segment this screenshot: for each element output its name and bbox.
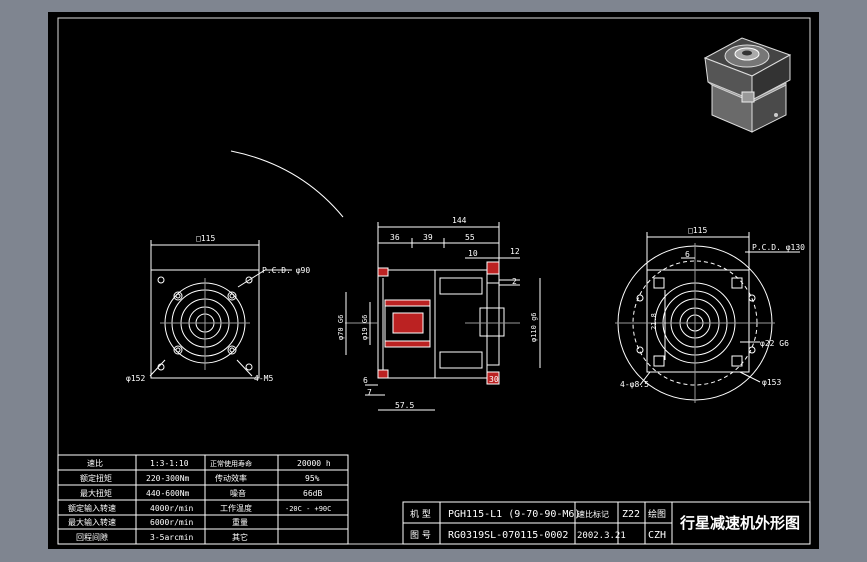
side-dim-6: 6 [363,376,368,385]
side-dim-2: 2 [512,277,517,286]
drawing-sheet [48,12,819,549]
spec-label: 其它 [232,532,248,542]
side-dim-7: 7 [367,388,372,397]
spec-value: 6000r/min [150,518,194,527]
side-dim-57: 57.5 [395,401,414,410]
front-dia-label: φ152 [126,374,145,383]
rear-flange-square [646,269,750,373]
spec-label: 噪音 [230,488,246,498]
spec-value: 1:3-1:10 [150,459,189,468]
ratio-value: Z22 [622,509,640,520]
spec-table: 速比 1:3-1:10 正常使用寿命 20000 h 额定扭矩 220-300N… [68,458,331,542]
spec-value: 3-5arcmin [150,533,194,542]
drawer-value: CZH [648,530,666,541]
ratio-label: 速比标记 [577,509,609,519]
rear-view [615,232,800,403]
rear-square-dim: □115 [688,226,707,235]
spec-table-grid [57,454,349,545]
spec-label: 传动效率 [215,473,247,483]
spec-value: -20C - +90C [285,505,331,513]
front-holes-label: 4-M5 [254,374,273,383]
side-dim-39: 39 [423,233,433,242]
front-view [149,240,292,379]
side-flange-dim: φ110 g6 [530,312,538,342]
side-total-dim: 144 [452,216,467,225]
side-bore-dim: φ70 G6 [337,315,345,340]
rear-dim-21: 21.8 [650,313,658,330]
spec-value: 66dB [303,489,322,498]
spec-value: 220-300Nm [146,474,190,483]
side-dim-12: 12 [510,247,520,256]
drawing-no-label: 图 号 [410,530,431,541]
spec-label: 额定输入转速 [68,503,116,513]
spec-label: 额定扭矩 [80,473,112,483]
spec-value: 4000r/min [150,504,194,513]
rear-pcd-label: P.C.D. φ130 [752,243,805,252]
spec-value: 20000 h [297,459,331,468]
rear-shaft-dim: φ22 G6 [760,339,789,348]
drawer-label: 绘图 [648,508,666,520]
side-shaft-dim: φ19 G6 [361,315,369,340]
spec-label: 最大输入转速 [68,517,116,527]
front-square-dim: □115 [196,234,215,243]
spec-label: 工作温度 [220,503,252,513]
spec-label: 最大扭矩 [80,488,112,498]
side-flange [486,282,500,366]
spec-label: 正常使用寿命 [210,459,252,468]
isometric-preview [703,37,792,133]
front-flange-square [150,269,260,379]
rear-dim-6: 6 [685,250,690,259]
title-block: 机 型 PGH115-L1 (9-70-90-M6) 速比标记 Z22 绘图 图… [410,508,800,541]
title-block-grid [402,501,811,545]
model-label: 机 型 [410,508,431,520]
rear-dia-dim: φ153 [762,378,781,387]
date-value: 2002.3.21 [577,531,626,541]
drawing-no-value: RG0319SL-070115-0002 [448,530,568,541]
spec-label: 速比 [87,458,103,468]
front-pcd-label: P.C.D. φ90 [262,266,310,275]
side-dim-36: 36 [390,233,400,242]
spec-value: 95% [305,474,320,483]
model-value: PGH115-L1 (9-70-90-M6) [448,509,580,520]
side-dim-55: 55 [465,233,475,242]
spec-value: 440-600Nm [146,489,190,498]
drawing-title: 行星减速机外形图 [679,514,800,532]
construction-arc [230,150,344,218]
side-view [345,222,541,411]
rear-holes-dim: 4-φ8.5 [620,380,649,389]
side-dim-10: 10 [468,249,478,258]
side-dim-30: 30 [489,375,499,384]
spec-label: 重量 [232,517,248,527]
spec-label: 回程间隙 [76,532,108,542]
